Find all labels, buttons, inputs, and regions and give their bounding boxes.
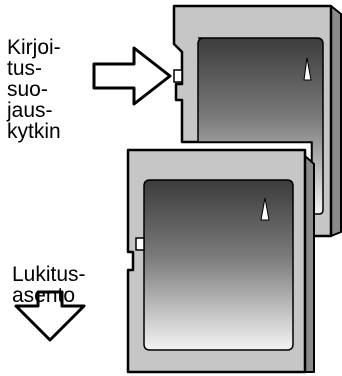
write-protect-label-line: Kirjoi-: [7, 36, 61, 59]
lock-position-label: Lukitus- asento: [12, 264, 86, 306]
card-top-edge: [330, 5, 342, 237]
card-bottom-label-area: [143, 179, 294, 351]
lock-position-label-line: Lukitus-: [12, 263, 86, 286]
write-protect-switch-label: Kirjoi- tus- suo- jaus- kytkin: [7, 37, 61, 142]
card-top-label-area: [197, 37, 324, 215]
write-protect-label-line: jaus-: [7, 99, 53, 122]
insertion-triangle-top-icon: [303, 57, 312, 81]
arrow-right-icon: [92, 46, 172, 106]
write-protect-label-line: kytkin: [7, 120, 61, 143]
lock-position-label-line: asento: [12, 284, 76, 307]
card-bottom-edge: [304, 155, 315, 373]
sd-card-top: [172, 4, 342, 238]
write-protect-switch-top: [173, 69, 183, 83]
arrow-down-icon: [14, 290, 86, 342]
write-protect-switch-bottom: [135, 237, 145, 251]
insertion-triangle-bottom-icon: [260, 197, 270, 221]
sd-card-bottom: [126, 148, 315, 374]
write-protect-label-line: tus-: [7, 57, 43, 80]
write-protect-label-line: suo-: [7, 78, 48, 101]
